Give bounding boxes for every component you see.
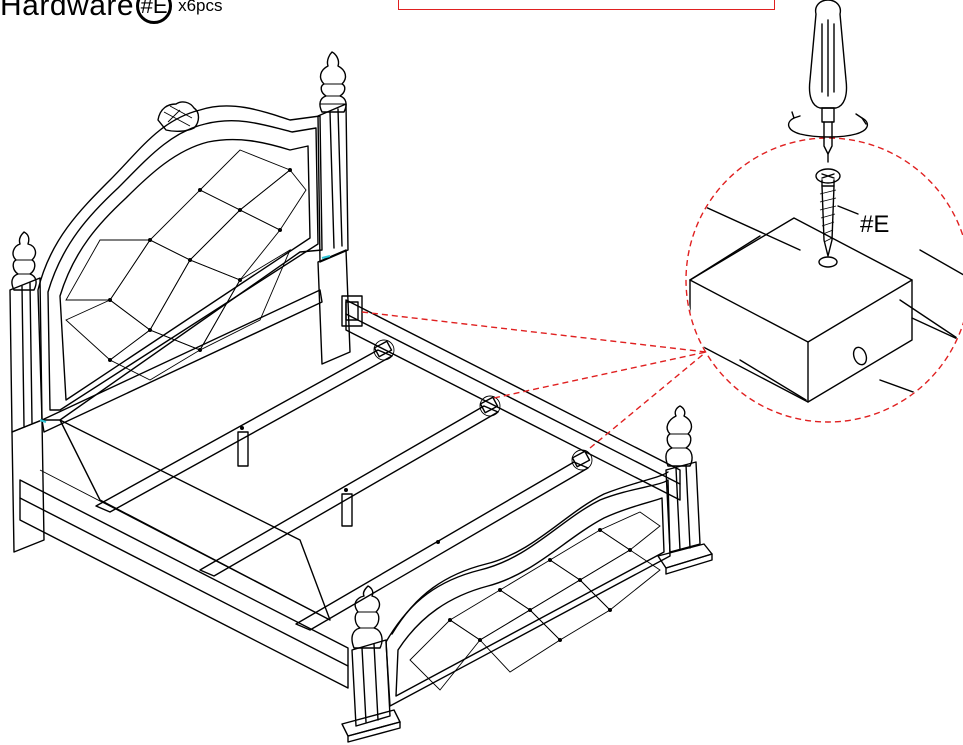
slat-screw-points xyxy=(373,339,593,471)
headboard-left-post xyxy=(9,231,45,553)
footboard xyxy=(341,405,713,743)
headboard-right-post xyxy=(317,51,351,365)
part-id-badge: #E xyxy=(136,0,173,24)
callout-part-label: #E xyxy=(860,211,889,238)
callout-leaders xyxy=(361,311,707,449)
footboard-left-post xyxy=(341,585,401,743)
screw-icon xyxy=(815,168,841,257)
screwdriver-icon xyxy=(808,0,848,163)
note-box xyxy=(398,0,775,10)
hardware-heading: Hardware #E x6pcs xyxy=(0,0,222,26)
rotation-arrow-icon xyxy=(787,111,869,138)
detail-callout: #E xyxy=(685,0,963,423)
headboard xyxy=(9,51,351,553)
hardware-title: Hardware xyxy=(0,0,135,22)
footboard-right-post xyxy=(657,405,713,575)
bed-frame xyxy=(19,295,681,689)
quantity-label: x6pcs xyxy=(178,0,223,15)
